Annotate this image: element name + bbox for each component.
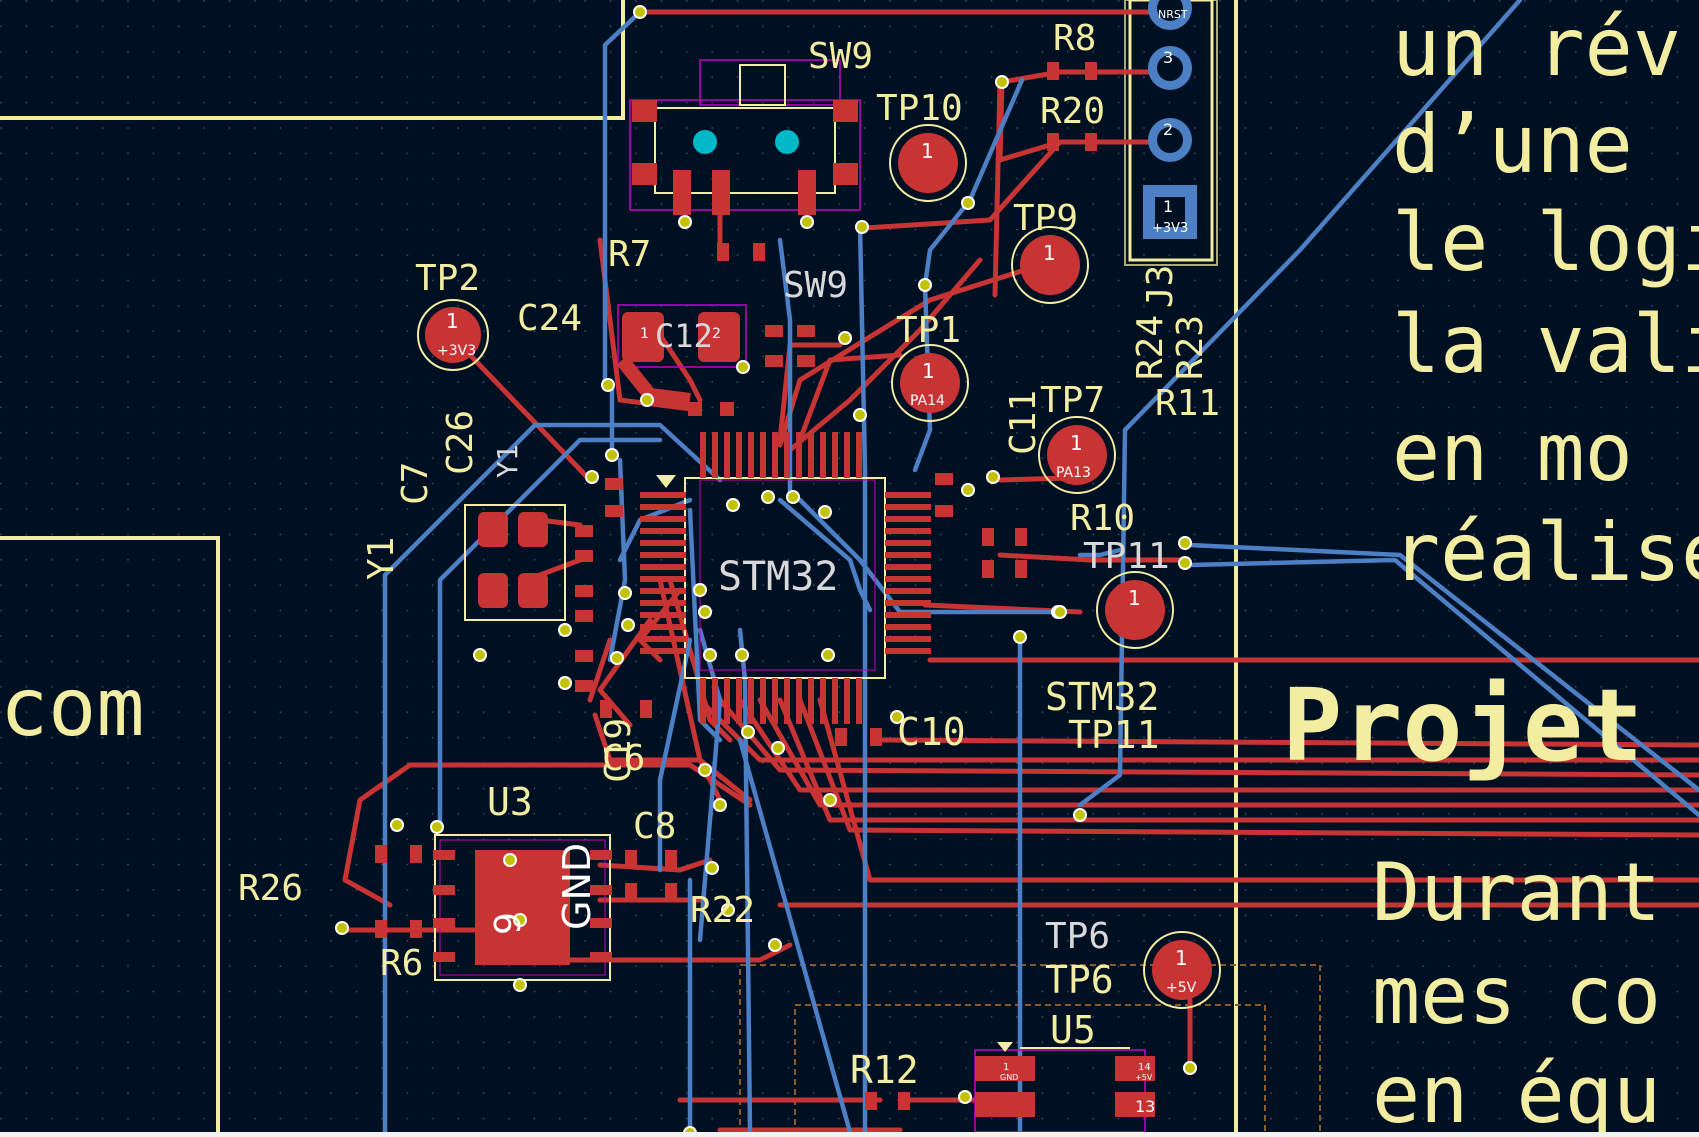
label-j3: J3	[1140, 265, 1181, 308]
label-c19: C19	[598, 718, 639, 783]
tp11-pad-number: 1	[1128, 586, 1141, 610]
label-tp6-grey: TP6	[1045, 916, 1110, 957]
text-line-6: réalise	[1392, 506, 1699, 599]
tp7-pad-net: PA13	[1056, 465, 1091, 481]
vias	[335, 5, 1197, 1132]
stm32-package[interactable]	[640, 432, 931, 724]
label-r26: R26	[238, 868, 303, 909]
label-u3: U3	[487, 780, 533, 824]
text-line-3: le logi	[1392, 196, 1699, 289]
u5-pin13: 13	[1135, 1097, 1155, 1116]
label-c7: C7	[395, 462, 436, 505]
label-r7: R7	[608, 234, 651, 275]
c12-pin2: 2	[712, 326, 721, 342]
j3-nrst-label: NRST	[1158, 8, 1188, 21]
silkscreen-labels: SW9 SW9 TP10 R8 R20 TP9 R7 TP2 C24 C12 T…	[0, 18, 1220, 1092]
text-title: Projet en	[1282, 667, 1699, 784]
label-c12: C12	[655, 317, 713, 355]
label-tp10: TP10	[876, 88, 963, 129]
label-c24: C24	[517, 298, 582, 339]
j3-pin3: 3	[1163, 48, 1173, 67]
label-c8: C8	[633, 806, 676, 847]
y1-crystal[interactable]	[464, 504, 566, 621]
smd-components	[375, 62, 1097, 1110]
status-strip	[0, 1132, 1699, 1137]
label-tp11: TP11	[1068, 713, 1160, 757]
tp6-pad-net: +5V	[1166, 980, 1197, 996]
u5-ic[interactable]	[974, 1042, 1155, 1132]
sw9-switch[interactable]	[629, 59, 861, 215]
label-r8: R8	[1053, 18, 1096, 59]
u5-pin14-net: +5V	[1135, 1073, 1153, 1082]
j3-pin2: 2	[1163, 120, 1173, 139]
u5-pin14: 14	[1138, 1062, 1151, 1073]
label-r22: R22	[690, 890, 755, 931]
label-tp7: TP7	[1040, 380, 1105, 421]
front-copper-traces	[342, 9, 1699, 1132]
label-r24: R24	[1130, 315, 1171, 380]
pad-labels: 1 +3V3 1 PA14 1 PA13 1 1 1 1 +5V NRST 3 …	[437, 8, 1197, 1116]
label-sw9-grey: SW9	[783, 265, 848, 306]
label-r12: R12	[850, 1048, 919, 1092]
label-c11: C11	[1003, 390, 1044, 455]
text-line-4: la vali	[1392, 298, 1699, 391]
tp1-pad-number: 1	[922, 359, 935, 383]
tp2-pad-number: 1	[446, 309, 459, 333]
j3-pin1: 1	[1163, 197, 1173, 216]
u5-pin1-net: GND	[1000, 1073, 1018, 1082]
tp1-pad-net: PA14	[910, 393, 945, 409]
label-u5: U5	[1050, 1008, 1096, 1052]
label-tp9: TP9	[1013, 198, 1078, 239]
u3-gnd-label: GND	[555, 843, 599, 930]
label-tp1: TP1	[896, 310, 961, 351]
text-line-1: un rév	[1392, 1, 1681, 94]
label-c6: C6	[602, 738, 645, 779]
label-tp2: TP2	[415, 258, 480, 299]
text-line-2: d’une	[1392, 98, 1633, 191]
label-stm32: STM32	[1045, 675, 1159, 719]
tp9-pad-number: 1	[1043, 241, 1056, 265]
label-y1-grey: Y1	[491, 444, 524, 478]
text-line-5: en mo	[1392, 406, 1633, 499]
label-sw9: SW9	[808, 36, 873, 77]
tp2-pad-net: +3V3	[437, 343, 476, 359]
label-r10: R10	[1070, 498, 1135, 539]
label-r23: R23	[1170, 315, 1211, 380]
label-r11: R11	[1155, 383, 1220, 424]
label-c26: C26	[440, 410, 481, 475]
text-line-7: Durant	[1372, 846, 1661, 939]
test-points[interactable]	[417, 124, 1221, 1009]
label-r20: R20	[1040, 91, 1105, 132]
label-stm32-grey: STM32	[718, 554, 838, 600]
tp7-pad-number: 1	[1070, 431, 1083, 455]
c12-pin1: 1	[640, 326, 649, 342]
label-tp11-grey: TP11	[1083, 536, 1170, 577]
label-com: com	[0, 661, 145, 754]
tp6-pad-number: 1	[1175, 946, 1188, 970]
text-line-9: en équ	[1372, 1048, 1661, 1132]
fab-outline	[739, 964, 1321, 1132]
label-y1: Y1	[361, 537, 402, 580]
u3-pin-label: 9	[488, 912, 529, 935]
back-copper-traces	[382, 0, 1699, 1132]
j3-net1: +3V3	[1152, 221, 1188, 236]
text-line-8: mes co	[1372, 949, 1661, 1042]
label-c10: C10	[897, 710, 966, 754]
label-tp6: TP6	[1045, 958, 1114, 1002]
tp10-pad-number: 1	[921, 139, 934, 163]
silkscreen-text-block: un rév d’une le logi la vali en mo réali…	[1282, 1, 1699, 1132]
u5-pin1: 1	[1003, 1062, 1009, 1073]
label-r6: R6	[380, 943, 423, 984]
j3-connector[interactable]	[1143, 0, 1197, 239]
